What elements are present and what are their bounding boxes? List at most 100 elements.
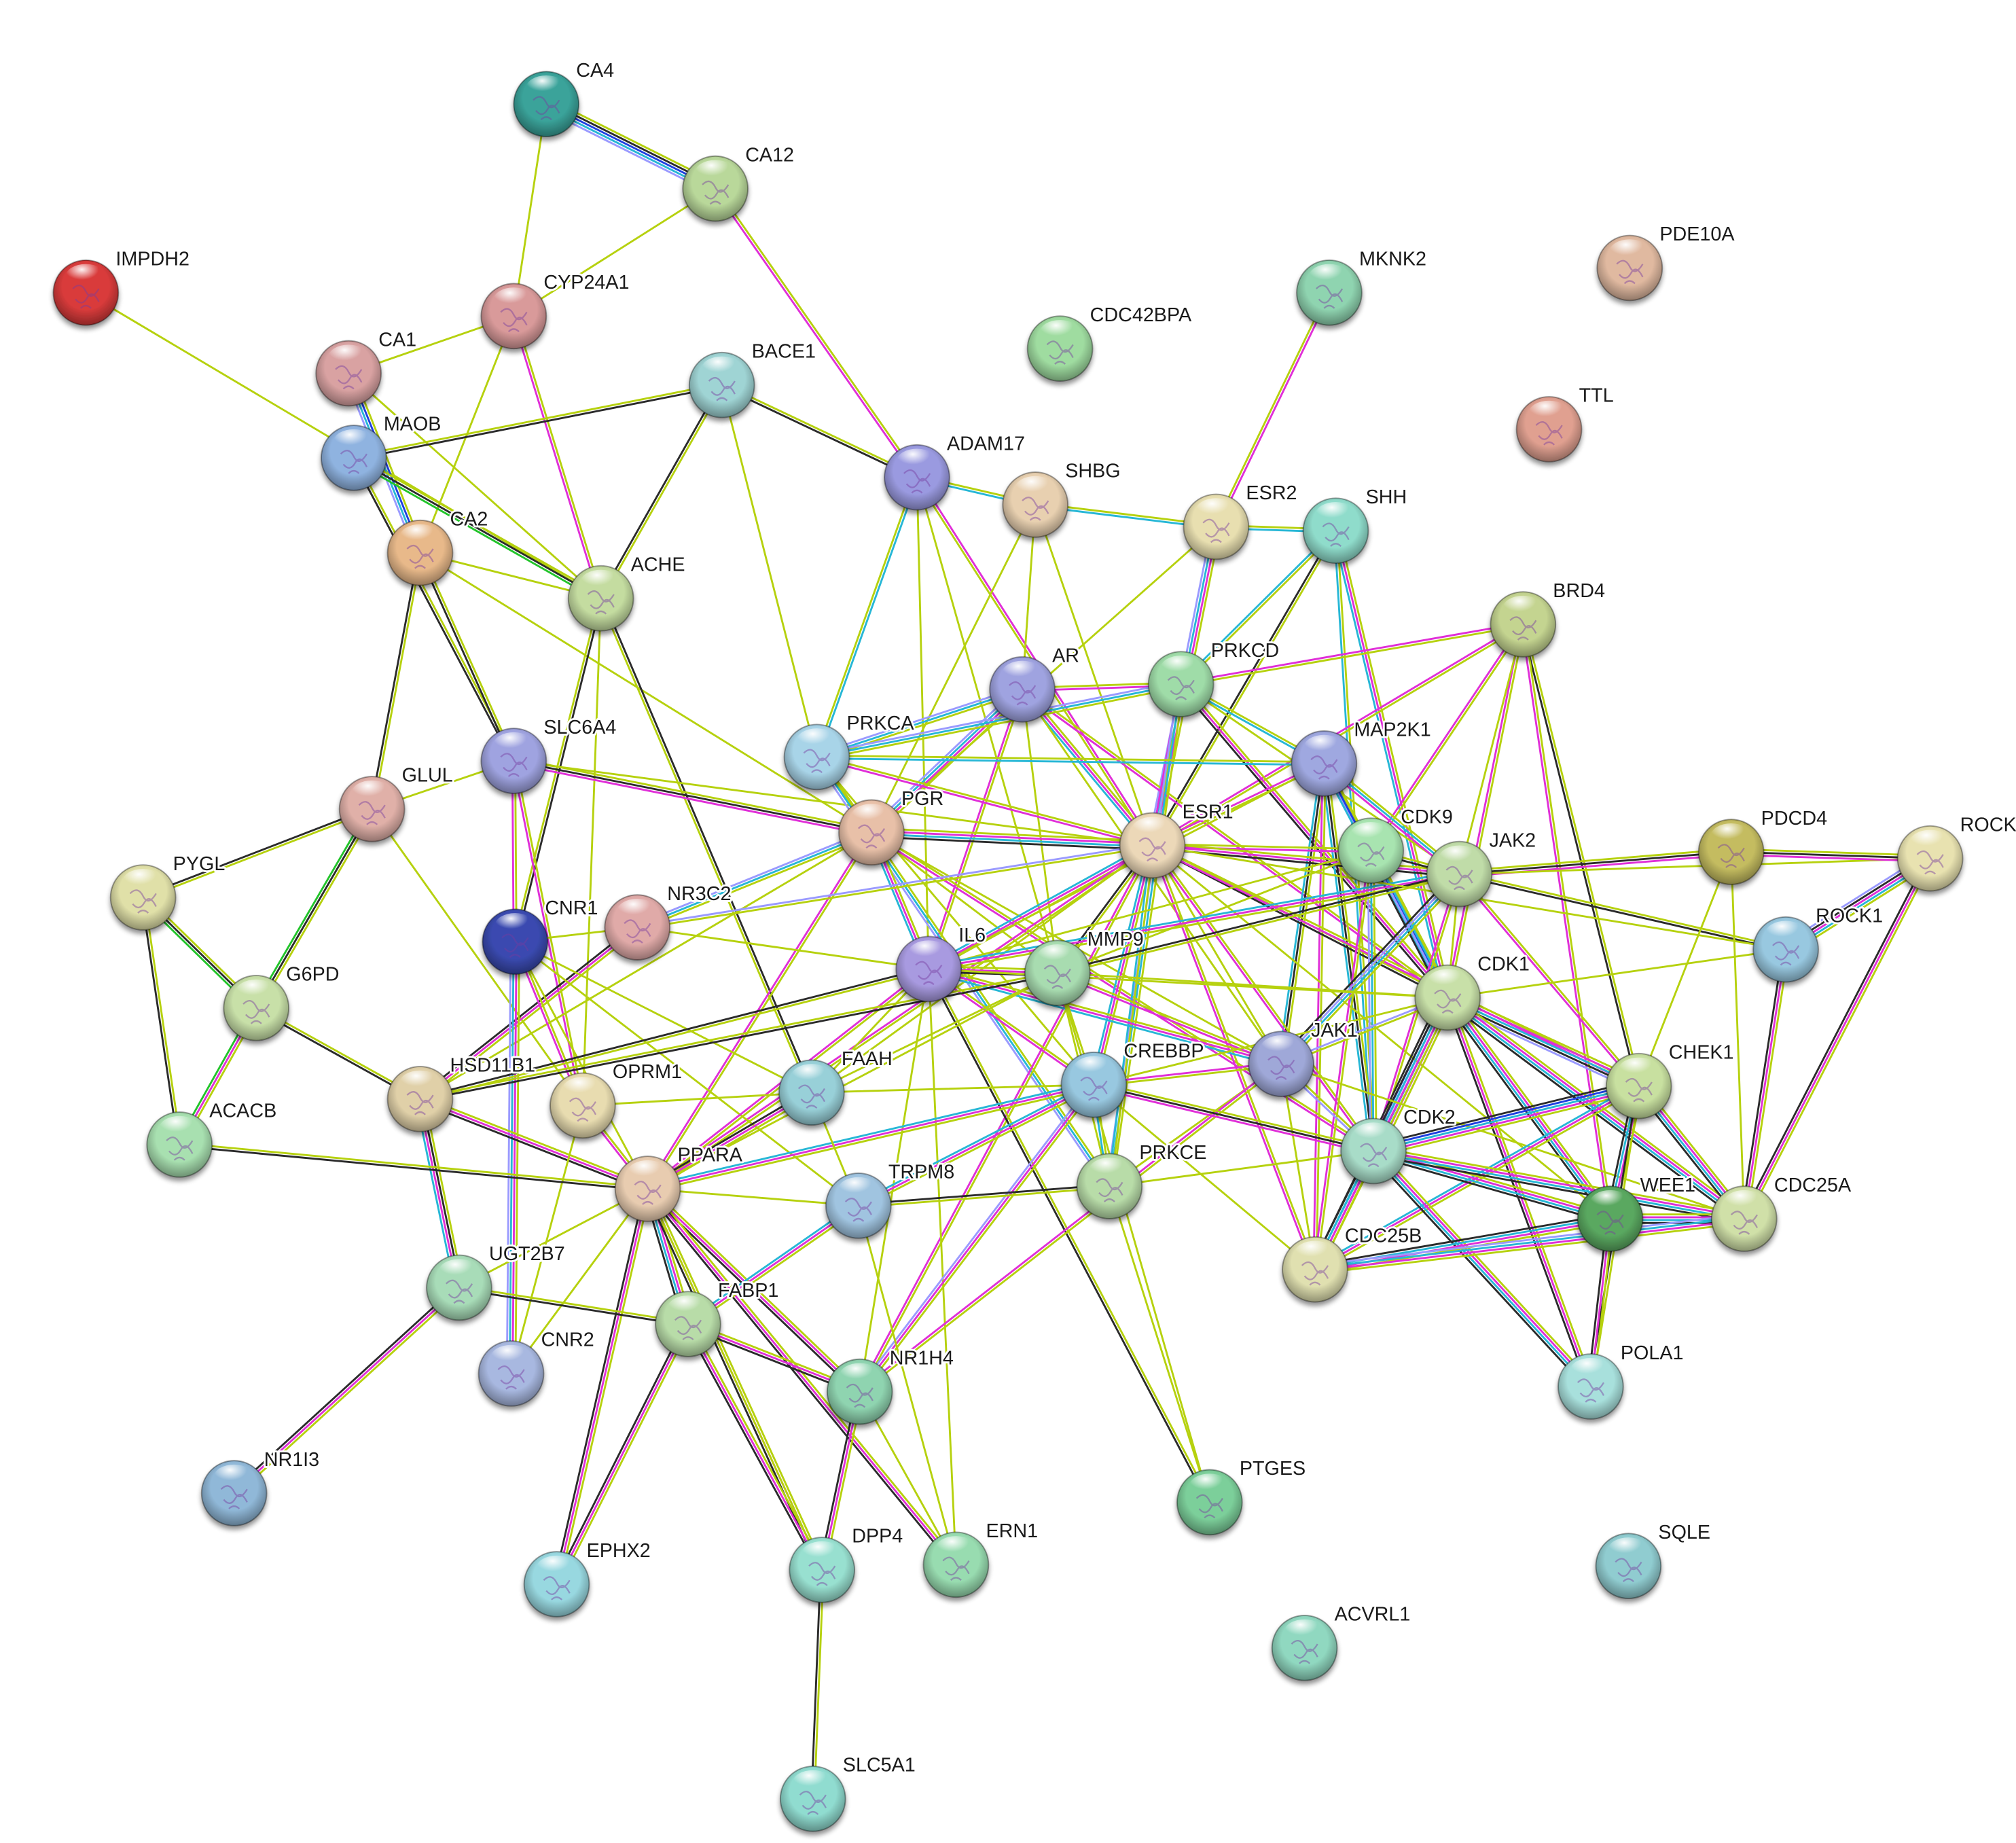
edge-ca2-pgr[interactable] <box>419 552 873 834</box>
node-nr3c2[interactable]: NR3C2 <box>604 881 733 961</box>
edge-cnr1-faah[interactable] <box>514 940 813 1094</box>
node-adam17[interactable]: ADAM17 <box>884 431 1027 511</box>
edge-jak2-il6[interactable] <box>927 870 1461 973</box>
edge-shh-prkcd[interactable] <box>1178 529 1338 687</box>
node-ugt2b7[interactable]: UGT2B7 <box>426 1241 567 1321</box>
edge-brd4-prkcd[interactable] <box>1179 622 1525 687</box>
edge-mmp9-cdk1[interactable] <box>1056 971 1449 999</box>
node-wee1[interactable]: WEE1 <box>1577 1173 1697 1252</box>
edge-dpp4-ppara[interactable] <box>647 1187 823 1571</box>
node-trpm8[interactable]: TRPM8 <box>825 1160 956 1239</box>
edge-jak1-cdc25b[interactable] <box>1280 1062 1316 1271</box>
node-rock1[interactable]: ROCK1 <box>1752 903 1885 983</box>
node-nr1h4[interactable]: NR1H4 <box>826 1346 956 1425</box>
edge-ca1-ache[interactable] <box>347 372 602 600</box>
edge-cdk9-mmp9[interactable] <box>1056 849 1372 974</box>
node-bace1[interactable]: BACE1 <box>688 339 818 418</box>
edge-ar-cdk1[interactable] <box>1020 687 1450 1000</box>
edge-cnr1-cnr2[interactable] <box>505 940 521 1375</box>
node-ca2[interactable]: CA2 <box>386 507 490 586</box>
edge-rock1-cdc25a[interactable] <box>1740 948 1790 1221</box>
edge-shbg-esr1[interactable] <box>1034 503 1153 846</box>
node-cnr2[interactable]: CNR2 <box>478 1327 596 1407</box>
node-cnr1[interactable]: CNR1 <box>482 895 600 975</box>
edge-crebbp-faah[interactable] <box>810 1084 1095 1094</box>
edge-prkca-esr1[interactable] <box>815 754 1154 848</box>
edge-nr3c2-il6[interactable] <box>636 926 930 970</box>
node-prkcd[interactable]: PRKCD <box>1147 638 1281 717</box>
edge-jak2-rock1[interactable] <box>1458 872 1787 952</box>
edge-brd4-jak2[interactable] <box>1458 623 1524 876</box>
edge-slc6a4-pgr[interactable] <box>512 757 874 836</box>
edge-pdcd4-cdc25a[interactable] <box>1730 851 1746 1220</box>
edge-esr1-wee1[interactable] <box>1151 844 1612 1220</box>
edge-prkcd-prkca[interactable] <box>815 680 1183 761</box>
node-fabp1[interactable]: FABP1 <box>655 1278 780 1357</box>
edge-ar-prkca[interactable] <box>814 685 1024 761</box>
node-ca4[interactable]: CA4 <box>513 58 616 137</box>
node-prkca[interactable]: PRKCA <box>783 711 916 791</box>
edge-nr3c2-hsd11b1[interactable] <box>417 924 641 1103</box>
edge-pygl-acacb[interactable] <box>141 896 182 1146</box>
node-cdc25b[interactable]: CDC25B <box>1282 1223 1424 1303</box>
node-shh[interactable]: SHH <box>1302 484 1409 564</box>
edge-cyp24a1-ache[interactable] <box>511 315 604 600</box>
node-ache[interactable]: ACHE <box>567 552 687 632</box>
edge-pgr-hsd11b1[interactable] <box>419 831 873 1101</box>
edge-ugt2b7-fabp1[interactable] <box>458 1285 689 1327</box>
node-ppara[interactable]: PPARA <box>614 1143 745 1222</box>
edge-prkce-trpm8[interactable] <box>857 1183 1111 1209</box>
edge-crebbp-cdk2[interactable] <box>1092 1081 1375 1155</box>
node-chek1[interactable]: CHEK1 <box>1605 1040 1735 1120</box>
edge-oprm1-cnr2[interactable] <box>510 1104 584 1375</box>
edge-esr1-ppara[interactable] <box>645 843 1155 1192</box>
edge-glul-g6pd[interactable] <box>253 806 376 1011</box>
node-slc6a4[interactable]: SLC6A4 <box>480 715 618 794</box>
edge-ca4-cyp24a1[interactable] <box>512 103 547 317</box>
edge-cdk9-cdc25b[interactable] <box>1312 849 1373 1271</box>
node-pgr[interactable]: PGR <box>838 786 946 866</box>
edge-cdk2-wee1[interactable] <box>1371 1145 1613 1224</box>
node-acvrl1[interactable]: ACVRL1 <box>1271 1602 1412 1681</box>
edge-rock2-cdc25a[interactable] <box>1740 856 1934 1221</box>
edge-jak2-chek1[interactable] <box>1457 872 1641 1088</box>
edge-ppara-cnr2[interactable] <box>510 1187 649 1375</box>
edge-prkce-ptges[interactable] <box>1108 1185 1211 1503</box>
edge-esr1-cdc25b[interactable] <box>1150 844 1318 1271</box>
node-il6[interactable]: IL6 <box>895 923 988 1003</box>
edge-bace1-prkca[interactable] <box>721 384 818 758</box>
edge-crebbp-trpm8[interactable] <box>856 1081 1096 1210</box>
edge-maob-ache[interactable] <box>351 454 604 602</box>
node-ptges[interactable]: PTGES <box>1176 1456 1308 1536</box>
edge-jak2-mmp9[interactable] <box>1056 872 1461 976</box>
edge-pgr-nr3c2[interactable] <box>635 829 874 931</box>
node-prkce[interactable]: PRKCE <box>1076 1140 1208 1219</box>
node-cyp24a1[interactable]: CYP24A1 <box>480 270 631 350</box>
edge-brd4-cdk1[interactable] <box>1445 623 1526 999</box>
edge-cdk9-cdk2[interactable] <box>1367 849 1378 1152</box>
edge-dpp4-slc5a1[interactable] <box>810 1569 825 1800</box>
node-esr1[interactable]: ESR1 <box>1119 799 1235 879</box>
edge-rock1-cdk1[interactable] <box>1446 948 1787 999</box>
edge-ca2-glul[interactable] <box>370 551 422 810</box>
edge-slc6a4-esr1[interactable] <box>512 759 1153 846</box>
edge-trpm8-ern1[interactable] <box>857 1204 957 1566</box>
edge-adam17-prkca[interactable] <box>814 476 920 759</box>
edge-cdk2-cdc25a[interactable] <box>1371 1145 1746 1224</box>
node-ephx2[interactable]: EPHX2 <box>523 1538 653 1617</box>
node-pdcd4[interactable]: PDCD4 <box>1697 806 1829 885</box>
edge-hsd11b1-ppara[interactable] <box>418 1095 650 1193</box>
edge-pgr-cdk2[interactable] <box>869 830 1375 1153</box>
edge-cdk9-il6[interactable] <box>927 849 1372 970</box>
edge-shh-cdk1[interactable] <box>1332 529 1452 999</box>
edge-il6-ptges[interactable] <box>926 967 1212 1504</box>
edge-crebbp-nr1h4[interactable] <box>856 1081 1098 1395</box>
edge-crebbp-cdc25b[interactable] <box>1092 1084 1316 1271</box>
edge-jak1-nr1h4[interactable] <box>857 1062 1283 1394</box>
node-cdc25a[interactable]: CDC25A <box>1710 1173 1854 1252</box>
edge-glul-oprm1[interactable] <box>371 808 584 1107</box>
edge-prkca-map2k1[interactable] <box>816 754 1325 766</box>
node-mmp9[interactable]: MMP9 <box>1024 927 1146 1006</box>
edge-mmp9-faah[interactable] <box>810 971 1059 1094</box>
node-cdc42bpa[interactable]: CDC42BPA <box>1026 302 1194 382</box>
